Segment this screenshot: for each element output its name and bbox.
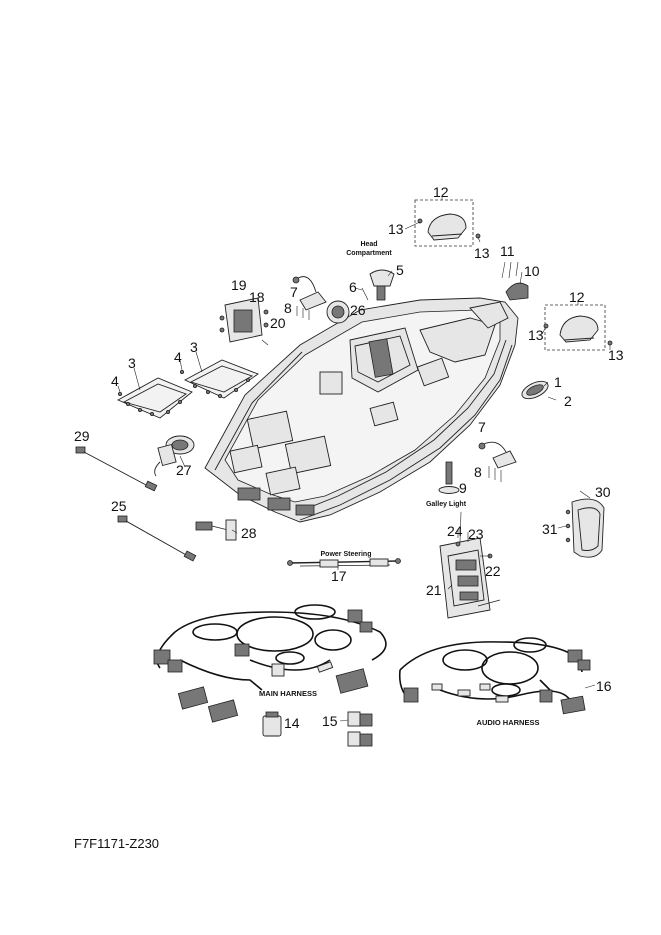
part-number: 7 (290, 284, 298, 300)
part-10-horn (505, 282, 529, 301)
part-number: 13 (388, 221, 404, 237)
part-number: 15 (322, 713, 338, 729)
part-3-cover-right (183, 359, 259, 399)
part-number: 3 (128, 355, 136, 371)
part-14-relay (262, 711, 282, 737)
part-number: 25 (111, 498, 127, 514)
audio-harness-label: AUDIO HARNESS (477, 718, 540, 727)
part-15-connectors (347, 711, 373, 747)
part-number: 29 (74, 428, 90, 444)
part-number: 16 (596, 678, 612, 694)
part-number: 13 (474, 245, 490, 261)
part-number-labels: 1 2 3 3 4 4 5 6 7 7 8 8 9 10 11 12 12 13… (74, 184, 624, 731)
part-number: 27 (176, 462, 192, 478)
part-number: 21 (426, 582, 442, 598)
part-18-switch-panel (219, 297, 269, 346)
diagram-code: F7F1171-Z230 (74, 836, 160, 851)
leader-lines (117, 196, 611, 722)
part-number: 14 (284, 715, 300, 731)
part-number: 2 (564, 393, 572, 409)
part-7-light-lower (478, 441, 517, 469)
part-27-socket (154, 435, 195, 477)
part-number: 4 (174, 349, 182, 365)
head-compartment-label-line2: Compartment (346, 250, 392, 257)
part-number: 18 (249, 289, 265, 305)
part-2-screw (547, 396, 557, 401)
part-9-galley-light (438, 461, 460, 494)
part-21-fuse-box (439, 537, 501, 619)
part-number: 24 (447, 523, 463, 539)
part-number: 20 (270, 315, 286, 331)
part-number: 13 (608, 347, 624, 363)
part-4-screws (118, 369, 184, 396)
part-number: 4 (111, 373, 119, 389)
part-6-screw (361, 287, 369, 301)
part-number: 19 (231, 277, 247, 293)
part-number: 5 (396, 262, 404, 278)
part-number: 22 (485, 563, 501, 579)
boat-hull (204, 297, 519, 523)
part-number: 12 (433, 184, 449, 200)
part-12-top-assembly (414, 199, 481, 247)
part-number: 23 (468, 526, 484, 542)
part-number: 26 (350, 302, 366, 318)
part-30-cover (571, 498, 605, 558)
part-number: 9 (459, 480, 467, 496)
part-number: 6 (349, 279, 357, 295)
part-number: 11 (500, 243, 515, 259)
part-number: 10 (524, 263, 540, 279)
part-number: 28 (241, 525, 257, 541)
part-number: 1 (554, 374, 562, 390)
part-25-cable (117, 515, 197, 562)
part-number: 13 (528, 327, 544, 343)
part-26-speaker (326, 300, 350, 324)
power-steering-label: Power Steering (321, 551, 372, 558)
part-8-screws-upper (296, 306, 310, 320)
part-number: 12 (569, 289, 585, 305)
galley-light-label: Galley Light (426, 501, 467, 508)
part-12-right-assembly (543, 304, 613, 351)
audio-harness (398, 637, 591, 715)
part-number: 31 (542, 521, 558, 537)
part-31-screws (565, 509, 571, 543)
part-8-screws-lower (488, 466, 502, 482)
part-29-cable (75, 446, 158, 492)
part-7-light-upper (292, 276, 327, 311)
part-17-power-steering (287, 558, 401, 568)
part-number: 8 (284, 300, 292, 316)
main-harness-label: MAIN HARNESS (259, 689, 317, 698)
main-harness (153, 604, 387, 723)
part-number: 8 (474, 464, 482, 480)
part-number: 3 (190, 339, 198, 355)
part-number: 7 (478, 419, 486, 435)
part-11-screws (501, 261, 519, 279)
part-28-connector (195, 519, 237, 541)
part-1-vent (521, 380, 549, 400)
part-number: 30 (595, 484, 611, 500)
part-number: 17 (331, 568, 347, 584)
part-22-24-screws (455, 541, 493, 559)
part-3-cover-left (116, 377, 193, 419)
head-compartment-label-line1: Head (360, 241, 377, 248)
part-5-light (369, 269, 395, 301)
